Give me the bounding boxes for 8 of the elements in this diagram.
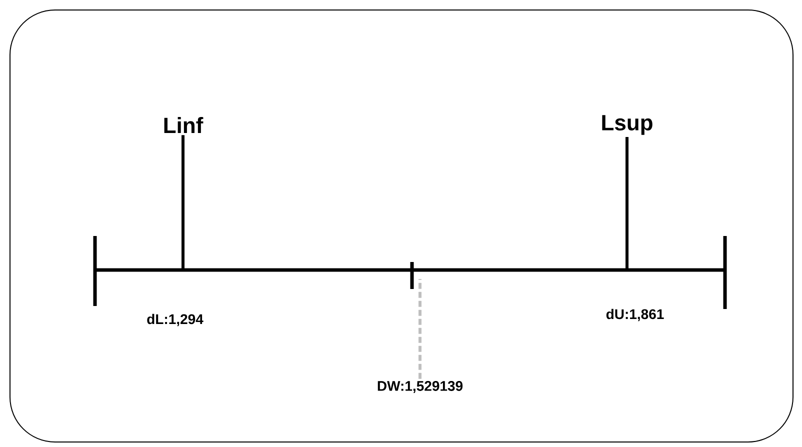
text-label: DW:1,529139 — [378, 381, 463, 393]
text-label: Lsup — [602, 115, 652, 135]
leader-line — [626, 137, 628, 270]
leader-line — [418, 279, 422, 379]
leader-line — [182, 135, 184, 270]
text-label: Linf — [164, 117, 204, 133]
value-label: dU:1,861 — [606, 308, 664, 322]
value-label: dL:1,294 — [147, 314, 204, 326]
